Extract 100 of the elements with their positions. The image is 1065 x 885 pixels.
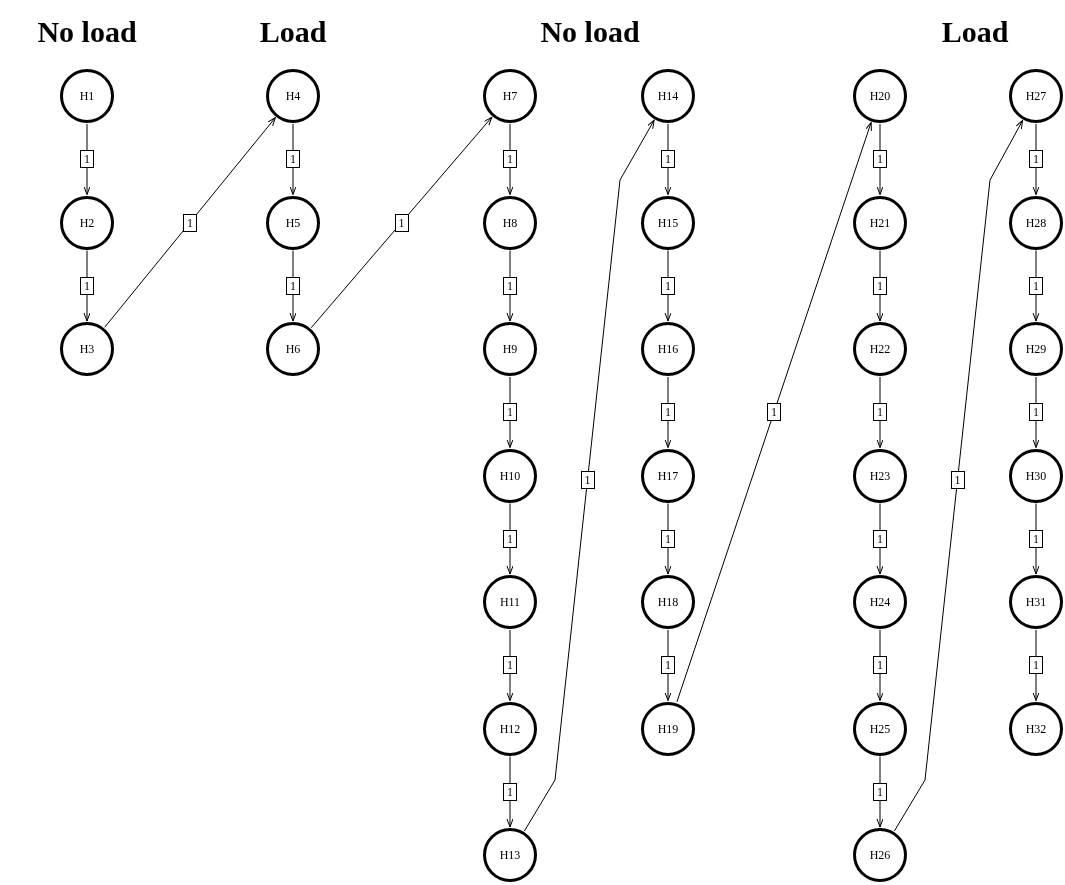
state-label: H11	[499, 596, 521, 608]
state-label: H19	[657, 722, 679, 735]
state-label: H10	[499, 469, 521, 482]
edge-label: 1	[1029, 150, 1043, 169]
edge-label: 1	[661, 529, 675, 548]
edge-label: 1	[767, 403, 781, 422]
state-label: H2	[79, 216, 95, 229]
section-heading: Load	[259, 15, 327, 49]
edge-label: 1	[503, 150, 517, 169]
edge-label: 1	[873, 529, 887, 548]
arrow	[523, 119, 655, 832]
state-circle	[483, 575, 537, 629]
state-circle	[853, 322, 907, 376]
state-circle	[853, 701, 907, 756]
state-circle	[1009, 701, 1063, 756]
state-circle	[483, 701, 537, 756]
state-label: H17	[657, 469, 679, 482]
state-label: H25	[869, 722, 891, 735]
state-circle	[1009, 69, 1063, 123]
state-circle	[641, 195, 695, 250]
state-circle	[641, 322, 695, 376]
state-circle	[1009, 448, 1063, 503]
state-circle	[60, 195, 114, 250]
state-circle	[483, 69, 537, 123]
state-label: H6	[285, 343, 301, 355]
state-circle	[641, 448, 695, 503]
state-circle	[266, 322, 320, 376]
state-label: H26	[869, 849, 891, 861]
state-label: H3	[79, 343, 95, 355]
state-label: H32	[1025, 722, 1047, 735]
edge-label: 1	[394, 213, 409, 232]
state-circle	[60, 69, 114, 123]
state-circle	[483, 195, 537, 250]
state-label: H4	[285, 90, 301, 102]
section-heading: No load	[540, 15, 640, 49]
state-label: H18	[657, 596, 679, 608]
state-label: H27	[1025, 90, 1047, 102]
edge-label: 1	[1029, 276, 1043, 295]
edge-label: 1	[80, 150, 94, 169]
arrow	[676, 122, 872, 703]
edge-label: 1	[661, 150, 675, 169]
state-circle	[483, 322, 537, 376]
state-circle	[641, 575, 695, 629]
state-circle	[853, 69, 907, 123]
state-label: H7	[502, 90, 518, 102]
edge-label: 1	[950, 471, 965, 489]
state-label: H20	[869, 90, 891, 102]
edge-label: 1	[873, 276, 887, 295]
state-label: H22	[869, 343, 891, 355]
state-circle	[1009, 322, 1063, 376]
edge-label: 1	[80, 276, 94, 295]
edge-label: 1	[873, 656, 887, 675]
state-label: H14	[657, 90, 679, 102]
state-circle	[853, 448, 907, 503]
edge-label: 1	[873, 403, 887, 422]
state-circle	[483, 448, 537, 503]
state-label: H23	[869, 469, 891, 482]
arrow	[104, 117, 276, 328]
state-label: H8	[502, 216, 518, 229]
edge-label: 1	[503, 656, 517, 675]
state-label: H15	[657, 216, 679, 229]
edge-label: 1	[503, 403, 517, 422]
state-circle	[853, 575, 907, 629]
state-label: H30	[1025, 469, 1047, 482]
state-label: H24	[869, 596, 891, 608]
state-circle	[1009, 195, 1063, 250]
state-label: H13	[499, 849, 521, 861]
edge-label: 1	[503, 529, 517, 548]
state-circle	[483, 828, 537, 882]
state-circle	[641, 701, 695, 756]
state-circle	[853, 195, 907, 250]
edge-label: 1	[1029, 529, 1043, 548]
state-label: H5	[285, 216, 301, 229]
edge-label: 1	[661, 656, 675, 675]
state-label: H12	[499, 722, 521, 735]
state-circle	[266, 195, 320, 250]
state-circle	[853, 828, 907, 882]
edge-label: 1	[873, 782, 887, 801]
edge-label: 1	[1029, 656, 1043, 675]
state-label: H9	[502, 343, 518, 355]
section-heading: Load	[941, 15, 1009, 49]
state-label: H29	[1025, 343, 1047, 355]
state-circle	[1009, 575, 1063, 629]
state-label: H21	[869, 216, 891, 229]
edge-label: 1	[661, 276, 675, 295]
edge-label: 1	[286, 150, 300, 169]
arrow	[893, 120, 1024, 832]
state-label: H28	[1025, 216, 1047, 229]
state-label: H31	[1025, 596, 1047, 608]
state-label: H1	[79, 90, 95, 102]
arrow	[310, 116, 493, 329]
edge-label: 1	[873, 150, 887, 169]
state-circle	[60, 322, 114, 376]
edge-label: 1	[580, 471, 595, 489]
section-heading: No load	[37, 15, 137, 49]
state-circle	[641, 69, 695, 123]
edge-label: 1	[503, 782, 517, 801]
state-label: H16	[657, 343, 679, 355]
edge-label: 1	[183, 213, 197, 232]
edge-label: 1	[1029, 403, 1043, 422]
